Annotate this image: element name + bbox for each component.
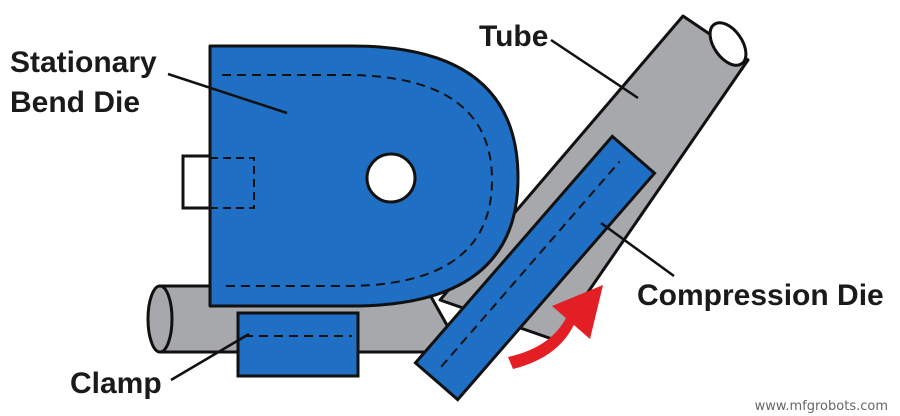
tube-left-end	[146, 284, 174, 354]
compression-die-body	[413, 134, 657, 402]
label-stationary-line2: Bend Die	[10, 86, 140, 119]
motion-arrow-head	[552, 285, 603, 339]
tube-open-end	[708, 21, 748, 67]
label-clamp: Clamp	[70, 367, 162, 400]
leader-clamp	[170, 332, 250, 382]
compression-die-groove	[440, 160, 621, 368]
label-tube: Tube	[479, 20, 548, 53]
leader-stationary	[167, 72, 288, 115]
watermark: www.mfgrobots.com	[755, 399, 888, 414]
leader-lines	[167, 38, 675, 382]
bend-die-groove	[222, 74, 494, 287]
bend-die-body	[208, 44, 520, 308]
label-compression-die: Compression Die	[637, 279, 884, 312]
clamp-body	[236, 311, 360, 378]
stationary-bend-die	[181, 44, 520, 308]
curved-arrow-icon	[508, 285, 603, 369]
die-key-slot	[209, 157, 255, 209]
motion-arrow-shaft	[508, 314, 576, 369]
leader-compression	[600, 221, 675, 278]
compression-die	[413, 134, 657, 402]
clamp	[236, 311, 360, 378]
die-pivot-hole	[365, 152, 417, 204]
label-stationary-line1: Stationary	[10, 46, 157, 79]
leader-tube	[550, 38, 639, 100]
